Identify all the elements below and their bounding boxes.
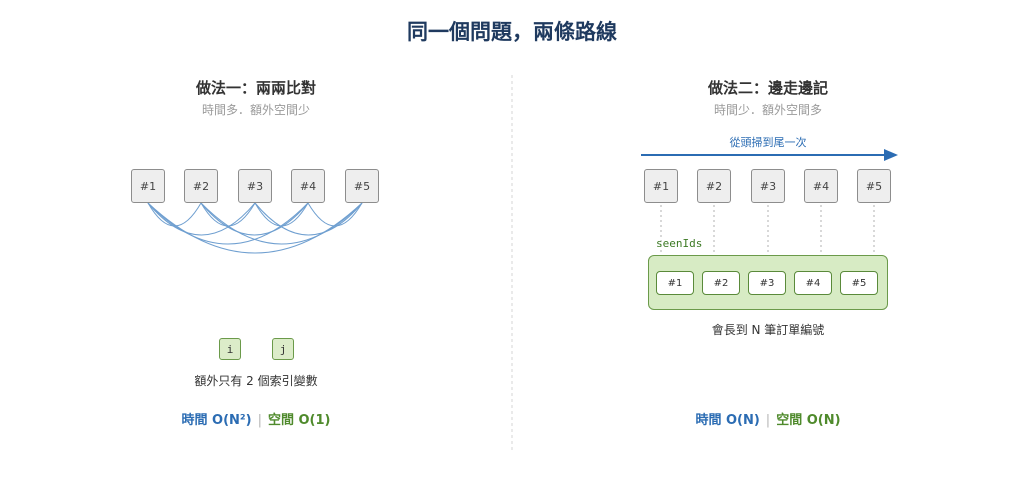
left-space-complexity: 空間 O(1) [267,413,331,428]
right-item-4: #4 [804,169,838,203]
arc-4-5 [307,202,363,227]
scan-arrow-label: 從頭掃到尾一次 [729,136,807,149]
arc-1-5 [147,202,363,254]
right-item-2: #2 [697,169,731,203]
seen-ids-set: #1 #2 #3 #4 #5 [648,255,888,310]
right-space-complexity: 空間 O(N) [776,413,841,428]
left-item-2: #2 [184,169,218,203]
left-item-5: #5 [345,169,379,203]
right-item-5: #5 [857,169,891,203]
right-complexity-separator: | [765,413,771,428]
arc-1-3 [147,202,256,236]
item-to-set-links [660,205,875,254]
right-item-1: #1 [644,169,678,203]
right-panel-subtitle: 時間少．額外空間多 [713,103,822,117]
index-i: i [219,338,241,360]
arc-2-3 [200,202,256,227]
right-panel-title: 做法二：邊走邊記 [707,79,828,97]
left-complexity: 時間 O(N²) | 空間 O(1) [76,409,436,428]
seen-ids-label: seenIds [656,237,703,250]
scan-arrow-head [884,149,898,161]
right-complexity: 時間 O(N) | 空間 O(N) [588,409,948,428]
seen-item-3: #3 [748,271,786,295]
left-item-1: #1 [131,169,165,203]
left-caption: 額外只有 2 個索引變數 [194,374,318,388]
right-caption: 會長到 N 筆訂單編號 [711,323,825,337]
arc-3-4 [254,202,309,227]
left-time-complexity: 時間 O(N²) [181,413,252,428]
left-item-3: #3 [238,169,272,203]
right-item-3: #3 [751,169,785,203]
left-complexity-separator: | [257,413,262,428]
seen-item-4: #4 [794,271,832,295]
seen-item-1: #1 [656,271,694,295]
seen-item-5: #5 [840,271,878,295]
left-panel-title: 做法一：兩兩比對 [195,79,316,97]
arc-2-4 [200,202,309,236]
arc-3-5 [254,202,363,236]
page-title: 同一個問題，兩條路線 [407,20,617,44]
pairwise-arcs [147,202,363,254]
index-j: j [272,338,294,360]
arc-2-5 [200,202,363,245]
right-time-complexity: 時間 O(N) [695,413,760,428]
arc-1-4 [147,202,309,245]
left-item-4: #4 [291,169,325,203]
arc-1-2 [147,202,202,227]
left-panel-subtitle: 時間多．額外空間少 [201,103,310,117]
seen-item-2: #2 [702,271,740,295]
